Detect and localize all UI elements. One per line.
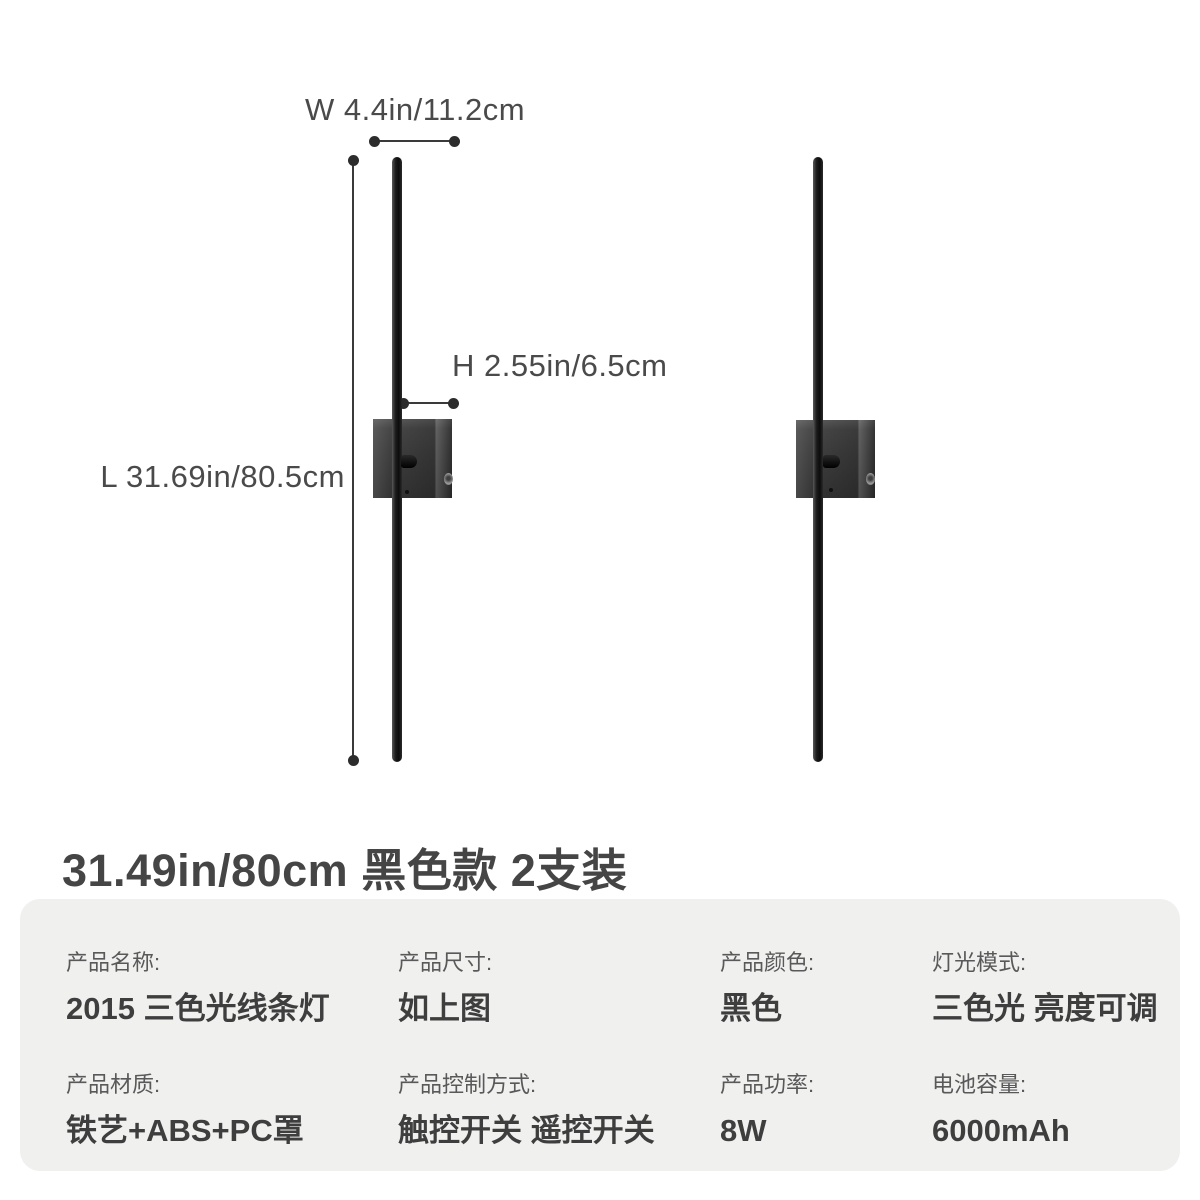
indicator-sensor: [444, 473, 453, 485]
dimension-endpoint-dot: [348, 155, 359, 166]
spec-label: 产品颜色:: [720, 950, 815, 975]
dimension-endpoint-dot: [449, 136, 460, 147]
spec-value: 6000mAh: [932, 1113, 1070, 1148]
touch-switch-knob: [401, 455, 417, 468]
spec-value: 触控开关 遥控开关: [398, 1113, 655, 1148]
spec-label: 产品功率:: [720, 1072, 815, 1097]
dimension-endpoint-dot: [448, 398, 459, 409]
lamp-rod: [392, 157, 402, 762]
length-dimension-line: [348, 155, 359, 766]
spec-value: 铁艺+ABS+PC罩: [66, 1113, 304, 1148]
spec-label: 产品控制方式:: [398, 1072, 537, 1097]
spec-value: 2015 三色光线条灯: [66, 991, 330, 1026]
indicator-sensor: [866, 473, 875, 485]
spec-cell-light-mode: 灯光模式: 三色光 亮度可调: [932, 949, 1160, 1049]
spec-label: 产品材质:: [66, 1072, 161, 1097]
spec-value: 三色光 亮度可调: [932, 991, 1158, 1026]
product-title: 31.49in/80cm 黑色款 2支装: [62, 845, 628, 896]
spec-cell-product-color: 产品颜色: 黑色: [720, 949, 932, 1049]
spec-label: 电池容量:: [932, 1072, 1027, 1097]
spec-label: 灯光模式:: [932, 950, 1027, 975]
dimension-endpoint-dot: [348, 755, 359, 766]
spec-cell-battery: 电池容量: 6000mAh: [932, 1071, 1160, 1171]
height-dimension-line: [398, 398, 459, 409]
spec-cell-product-name: 产品名称: 2015 三色光线条灯: [66, 949, 398, 1049]
spec-cell-power: 产品功率: 8W: [720, 1071, 932, 1171]
spec-cell-control-method: 产品控制方式: 触控开关 遥控开关: [398, 1071, 720, 1171]
spec-value: 8W: [720, 1113, 767, 1148]
spec-label: 产品名称:: [66, 950, 161, 975]
spec-cell-material: 产品材质: 铁艺+ABS+PC罩: [66, 1071, 398, 1171]
spec-value: 黑色: [720, 991, 782, 1026]
spec-value: 如上图: [398, 991, 491, 1026]
dimension-endpoint-dot: [369, 136, 380, 147]
touch-switch-knob: [823, 455, 840, 468]
screw-hole: [829, 488, 833, 492]
spec-cell-product-size: 产品尺寸: 如上图: [398, 949, 720, 1049]
screw-hole: [405, 490, 409, 494]
height-dimension-label: H 2.55in/6.5cm: [452, 348, 668, 383]
dimension-endpoint-dot: [398, 398, 409, 409]
lamp-rod: [813, 157, 823, 762]
width-dimension-label: W 4.4in/11.2cm: [305, 92, 526, 127]
spec-table: 产品名称: 2015 三色光线条灯 产品尺寸: 如上图 产品颜色: 黑色 灯光模…: [20, 899, 1180, 1171]
spec-label: 产品尺寸:: [398, 950, 493, 975]
width-dimension-line: [369, 136, 460, 147]
length-dimension-label: L 31.69in/80.5cm: [100, 459, 345, 494]
